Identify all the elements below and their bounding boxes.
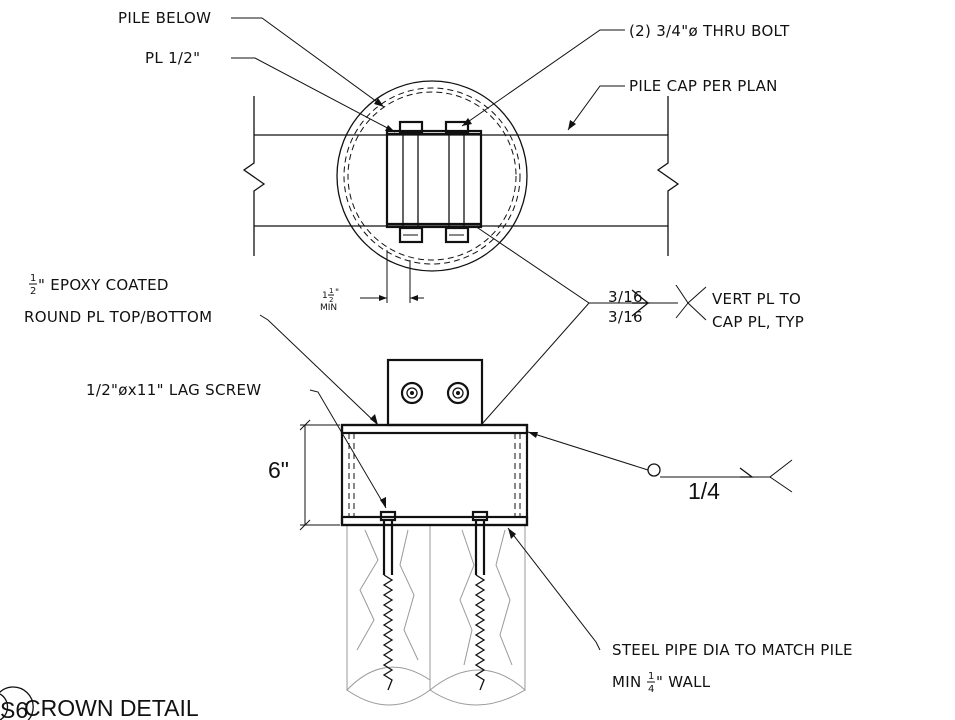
vertical-plate: [385, 129, 483, 229]
weld-all-around-circle: [647, 463, 661, 477]
plate-leader: [231, 57, 396, 133]
weld-quarter-tail: [769, 459, 793, 493]
weld-size-top: 3/16: [608, 288, 643, 306]
thru-bolt-right: [444, 120, 470, 244]
bolt-head-right: [446, 381, 470, 405]
round-plate-note: 1 2 " EPOXY COATED ROUND PL TOP/BOTTOM: [24, 273, 212, 326]
round-plate-bottom: [340, 515, 529, 527]
plan-view: [231, 17, 680, 303]
height-dim-label: 6": [268, 457, 289, 483]
round-plate-leader: [259, 314, 379, 426]
weld-tail: [675, 284, 689, 319]
round-plate-frac-num: 1: [30, 273, 36, 284]
pile-outlines: [346, 525, 526, 706]
fillet-weld-quarter: [739, 467, 754, 478]
round-plate-top: [340, 423, 529, 435]
weld-quarter-leader: [527, 431, 649, 471]
left-break-line: [242, 96, 266, 256]
steel-pipe-line2-post: " WALL: [656, 673, 711, 691]
pile-below-leader: [231, 17, 385, 108]
bolt-head-left: [400, 381, 424, 405]
min-dim-label: MIN: [320, 303, 337, 313]
steel-pipe-body: [340, 423, 529, 527]
lag-screw-leader: [309, 389, 387, 509]
detail-title: S6 CROWN DETAIL: [0, 686, 199, 720]
weld-size-bottom: 3/16: [608, 308, 643, 326]
min-dimension-text: 1 1 2 " MIN: [320, 287, 339, 313]
detail-title-text: CROWN DETAIL: [24, 695, 199, 720]
weld-note-line2: CAP PL, TYP: [712, 313, 804, 331]
detail-tag: S6: [0, 697, 28, 720]
weld-tail-open: [687, 286, 707, 321]
weld-quarter-label: 1/4: [688, 478, 720, 504]
pipe-inner-dashed-circle: [347, 91, 517, 261]
min-dim-frac-num: 1: [329, 287, 333, 295]
pile-below-label: PILE BELOW: [118, 9, 211, 27]
right-break-line: [656, 96, 680, 256]
steel-pipe-line1: STEEL PIPE DIA TO MATCH PILE: [612, 641, 853, 659]
steel-pipe-note: STEEL PIPE DIA TO MATCH PILE MIN 1 4 " W…: [612, 641, 853, 695]
min-dim-unit: ": [335, 288, 339, 298]
pile-cap-label: PILE CAP PER PLAN: [629, 77, 778, 95]
round-plate-line1: " EPOXY COATED: [38, 276, 169, 294]
min-dim-whole: 1: [322, 291, 328, 301]
pile-circle: [336, 80, 528, 272]
lag-screw-right: [471, 510, 489, 691]
weld-note-line1: VERT PL TO: [712, 290, 801, 308]
fillet-weld-bottom: [631, 302, 650, 317]
thru-bolt-leader: [461, 29, 625, 127]
detail-tag-bubble: [0, 693, 9, 720]
thru-bolt-label: (2) 3/4"ø THRU BOLT: [629, 22, 790, 40]
plate-label: PL 1/2": [145, 49, 200, 67]
lag-screw-label: 1/2"øx11" LAG SCREW: [86, 381, 261, 399]
steel-pipe-line2-pre: MIN: [612, 673, 642, 691]
thru-bolt-left: [398, 120, 424, 244]
steel-pipe-leader: [507, 527, 601, 651]
pipe-dashed-circle: [343, 87, 521, 265]
steel-pipe-frac-den: 4: [648, 684, 654, 695]
min-dim-frac-den: 2: [329, 296, 333, 304]
weld-leader-to-section: [481, 302, 590, 425]
lag-screw-left: [379, 510, 397, 691]
pile-cap-leader: [567, 85, 625, 131]
weld-leader-to-plan: [474, 225, 678, 304]
round-plate-line2: ROUND PL TOP/BOTTOM: [24, 308, 212, 326]
round-plate-frac-den: 2: [30, 286, 36, 297]
section-view: [259, 225, 793, 706]
steel-pipe-frac-num: 1: [648, 671, 654, 682]
